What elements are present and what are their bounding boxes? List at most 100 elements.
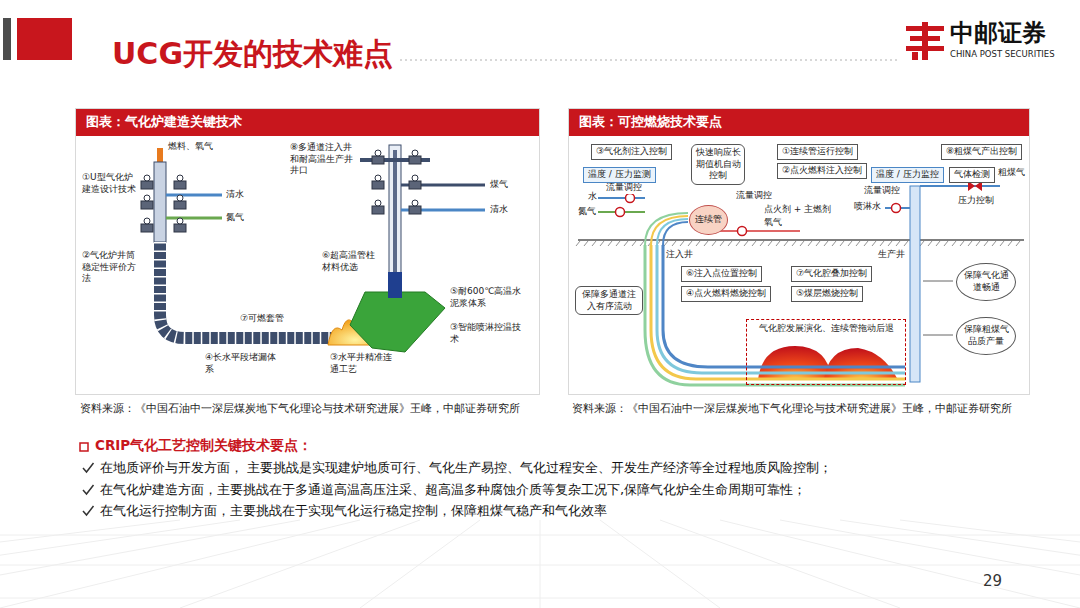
hatch-stroke xyxy=(760,241,764,246)
control-box: ②点火燃料注入控制 xyxy=(777,163,867,179)
hatch-stroke xyxy=(736,241,740,246)
diagram-label: 燃料、氧气 xyxy=(168,141,213,153)
node-text: ⑥注入点位置控制 xyxy=(686,268,757,280)
panel-header: 图表：气化炉建造关键技术 xyxy=(76,109,539,136)
hatch-stroke xyxy=(584,241,588,246)
hatch-stroke xyxy=(616,241,620,246)
hatch-stroke xyxy=(880,241,884,246)
bullet-text: 在地质评价与开发方面， 主要挑战是实现建炉地质可行、气化生产易控、气化过程安全、… xyxy=(100,460,832,477)
injection-tube xyxy=(657,245,905,373)
logo-bar xyxy=(912,52,918,60)
hatch-stroke xyxy=(688,241,692,246)
flow-pump xyxy=(738,227,747,236)
node-text: 温度 / 压力监测 xyxy=(588,169,651,181)
hatch-stroke xyxy=(632,241,636,246)
node-text: 快速响应长期值机自动控制 xyxy=(695,147,741,182)
hatch-stroke xyxy=(896,241,900,246)
diagram-label: ⑦可燃套管 xyxy=(240,313,284,325)
hatch-stroke xyxy=(608,241,612,246)
control-box: ①连续管运行控制 xyxy=(777,144,858,160)
bullet-marks xyxy=(80,443,94,515)
control-box: ⑥注入点位置控制 xyxy=(681,266,762,282)
diagram-label: ⑧多通道注入井和耐高温生产井井口 xyxy=(290,142,360,177)
coiled-tube-feed xyxy=(657,219,688,245)
hatch-stroke xyxy=(592,241,596,246)
panel-header: 图表：可控燃烧技术要点 xyxy=(569,109,1029,136)
hatch-stroke xyxy=(968,241,972,246)
hatch-stroke xyxy=(624,241,628,246)
diagram-label: ⑥超高温管柱材料优选 xyxy=(322,250,380,273)
node-text: ⑦气化腔叠加控制 xyxy=(796,268,867,280)
hatch-stroke xyxy=(664,241,668,246)
valve-body xyxy=(409,181,421,189)
node-text: 连续管 xyxy=(695,214,722,225)
diagram-label: 压力控制 xyxy=(958,195,994,207)
valve-body xyxy=(141,224,153,232)
hatch-stroke xyxy=(744,241,748,246)
grid-line xyxy=(720,520,1080,608)
node-text: ⑤煤层燃烧控制 xyxy=(796,288,858,300)
control-box: ④点火燃料燃烧控制 xyxy=(681,286,771,302)
diagram-label: 生产井 xyxy=(878,249,905,261)
hatch-stroke xyxy=(776,241,780,246)
hatch-stroke xyxy=(712,241,716,246)
hatch-stroke xyxy=(952,241,956,246)
valve-wheel xyxy=(412,175,418,181)
control-box: ⑤煤层燃烧控制 xyxy=(791,286,863,302)
grid-line xyxy=(660,520,900,608)
hatch-stroke xyxy=(784,241,788,246)
production-well xyxy=(910,186,920,382)
diagram-label: 流量调控 xyxy=(736,190,772,202)
hatch-stroke xyxy=(752,241,756,246)
injection-tube xyxy=(663,245,905,367)
diagram-label: ③智能喷淋控温技术 xyxy=(450,322,522,345)
background-grid xyxy=(0,520,1080,608)
coiled-tube-feed xyxy=(651,216,688,245)
diagram-label: 煤气 xyxy=(490,179,508,191)
node-text: 气化腔发展演化、连续管拖动后退 xyxy=(757,323,896,335)
valve-wheel xyxy=(144,218,150,224)
grid-line xyxy=(840,520,1080,608)
valve-wheel xyxy=(177,175,183,181)
water-line xyxy=(598,197,645,199)
ground-hatch xyxy=(576,241,1020,246)
hatch-stroke xyxy=(600,241,604,246)
hollow-square-bullet xyxy=(80,443,88,451)
company-logo xyxy=(906,22,944,60)
hatch-stroke xyxy=(904,241,908,246)
hatch-stroke xyxy=(680,241,684,246)
hatch-stroke xyxy=(640,241,644,246)
diagram-label: 喷淋水 xyxy=(854,201,881,213)
flow-pump xyxy=(616,208,625,217)
bullet-heading: CRIP气化工艺控制关键技术要点： xyxy=(95,437,312,455)
cement-cone xyxy=(350,292,445,352)
node-text: 保障气化通道畅通 xyxy=(962,270,1010,293)
company-name: 中邮证券 xyxy=(950,18,1046,49)
grid-line xyxy=(0,520,300,608)
grid-line xyxy=(540,520,541,608)
node-text: 气体检测 xyxy=(954,169,990,181)
monitor-box: 温度 / 压力监控 xyxy=(871,167,944,183)
bullet-text: 在气化炉建造方面，主要挑战在于多通道高温高压注采、超高温多种腐蚀介质等复杂工况下… xyxy=(100,482,806,499)
coiled-tube-feed xyxy=(663,222,688,245)
hatch-stroke xyxy=(768,241,772,246)
hatch-stroke xyxy=(672,241,676,246)
hatch-stroke xyxy=(1008,241,1012,246)
control-box: ⑧粗煤气产出控制 xyxy=(941,144,1022,160)
goal-ellipse: 保障粗煤气品质产量 xyxy=(956,317,1016,355)
valve-wheel xyxy=(375,150,381,156)
valve-wheel xyxy=(375,175,381,181)
rounded-box: 保障多通道注入有序流动 xyxy=(575,286,643,315)
clear-water-pipe xyxy=(166,194,222,197)
grid-line xyxy=(900,520,1080,608)
leader-lines xyxy=(640,281,953,335)
hatch-stroke xyxy=(888,241,892,246)
flow-pump xyxy=(892,204,901,213)
hatch-stroke xyxy=(920,241,924,246)
check-mark xyxy=(83,485,94,494)
figure-panel: 图表：可控燃烧技术要点③气化剂注入控制快速响应长期值机自动控制①连续管运行控制②… xyxy=(568,108,1030,395)
diagram-label: ④长水平段堵漏体系 xyxy=(205,352,281,375)
injection-tube xyxy=(651,245,905,379)
hatch-stroke xyxy=(824,241,828,246)
cavity-flame xyxy=(758,346,832,380)
